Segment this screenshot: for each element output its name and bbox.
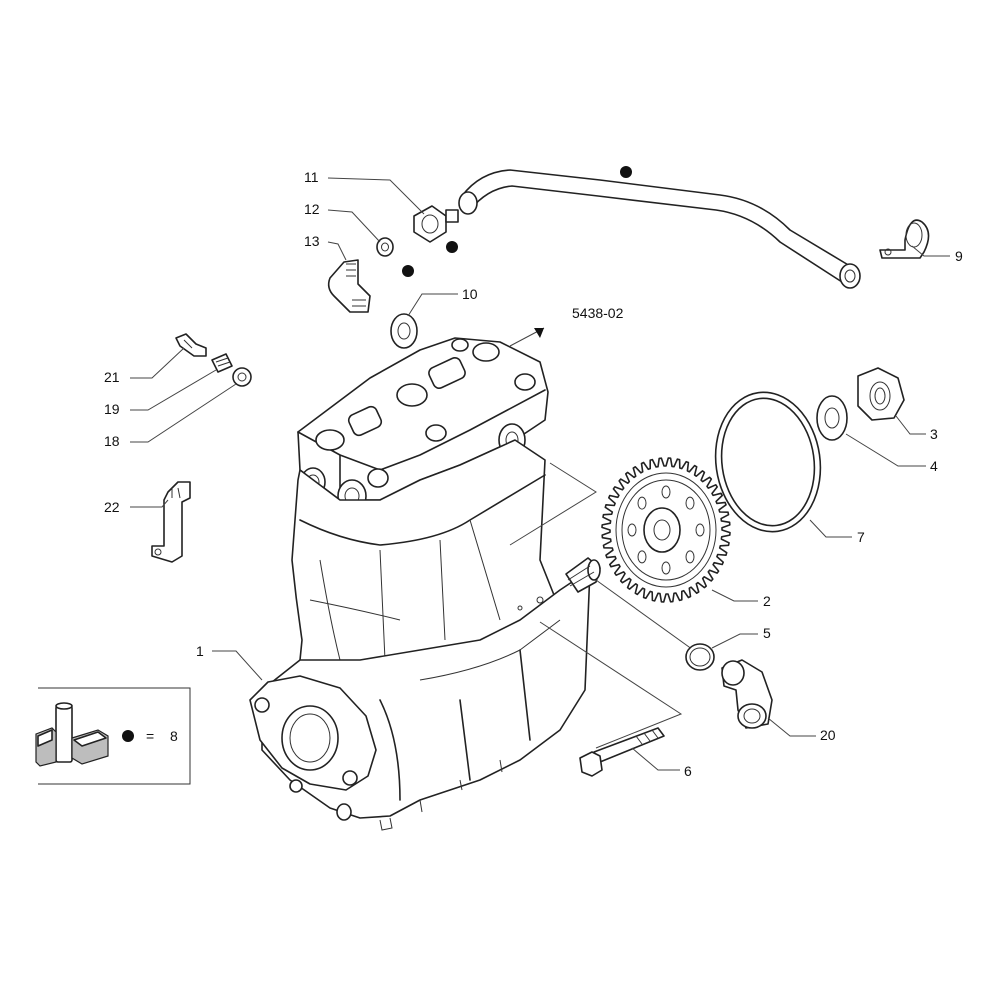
callout-9: 9 xyxy=(955,248,963,264)
hex-bolt xyxy=(579,727,665,777)
callout-10: 10 xyxy=(462,286,478,302)
callout-20: 20 xyxy=(820,727,836,743)
callout-3: 3 xyxy=(930,426,938,442)
pipe-bullet xyxy=(620,166,632,178)
plug-19 xyxy=(211,353,233,373)
elbow-fitting xyxy=(327,259,371,313)
leader-lines xyxy=(130,177,950,771)
elbow-union xyxy=(721,659,773,729)
o-ring xyxy=(714,391,822,533)
callout-7: 7 xyxy=(857,529,865,545)
air-pipe xyxy=(458,169,861,289)
callout-6: 6 xyxy=(684,763,692,779)
alignment-lines xyxy=(509,462,697,749)
legend-equals: = xyxy=(146,728,154,744)
hex-nut xyxy=(857,367,905,421)
washer-10 xyxy=(390,313,418,349)
seal-ring xyxy=(685,643,715,671)
callout-21: 21 xyxy=(104,369,120,385)
callout-18: 18 xyxy=(104,433,120,449)
reference-code: 5438-02 xyxy=(572,305,624,321)
callout-12: 12 xyxy=(304,201,320,217)
pipe-clamp xyxy=(879,219,930,259)
reference-arrow xyxy=(509,327,545,347)
callout-11: 11 xyxy=(304,169,319,185)
banjo-fitting xyxy=(413,205,459,243)
support-bracket xyxy=(151,481,191,563)
callout-2: 2 xyxy=(763,593,771,609)
bleed-valve xyxy=(175,333,207,357)
callout-4: 4 xyxy=(930,458,938,474)
callout-13: 13 xyxy=(304,233,320,249)
washer-18 xyxy=(232,367,252,387)
washer-12 xyxy=(376,237,394,257)
callout-1: 1 xyxy=(196,643,204,659)
callout-8: 8 xyxy=(170,728,178,744)
parts-kit-icon xyxy=(35,702,109,767)
drive-gear xyxy=(601,457,731,603)
kit-legend: = 8 xyxy=(35,687,191,785)
callout-5: 5 xyxy=(763,625,771,641)
callout-19: 19 xyxy=(104,401,120,417)
compressor-body xyxy=(249,337,601,831)
legend-bullet xyxy=(122,730,134,742)
callout-22: 22 xyxy=(104,499,120,515)
lock-washer xyxy=(816,395,848,441)
